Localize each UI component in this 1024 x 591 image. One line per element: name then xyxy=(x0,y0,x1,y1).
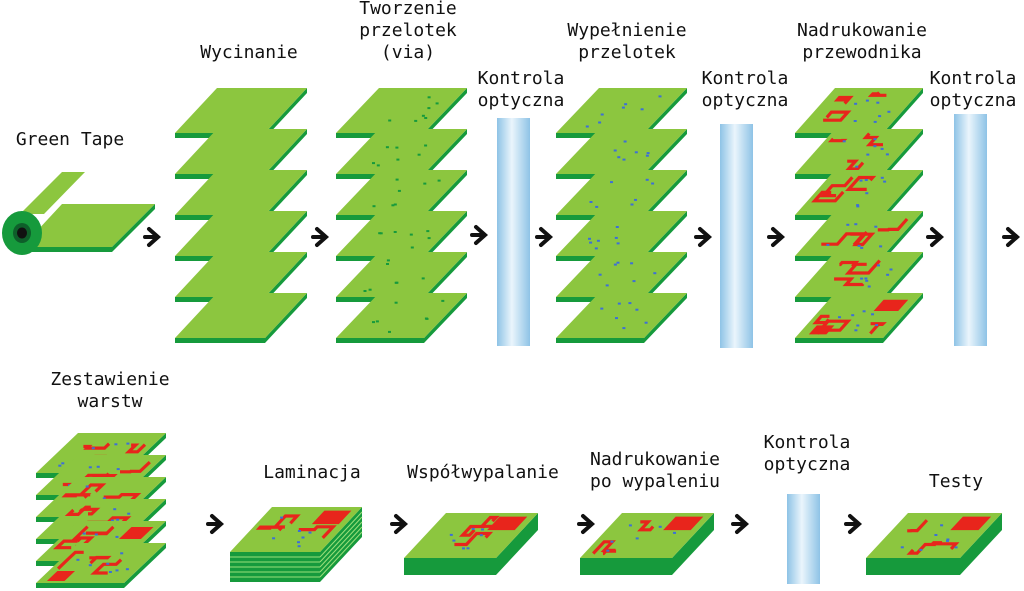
flow-arrow-13 xyxy=(844,514,863,534)
substrate xyxy=(580,513,714,575)
green-tape-roll xyxy=(2,172,155,255)
layer-3 xyxy=(175,170,307,220)
label-cofiring: Współwypalanie xyxy=(407,462,559,483)
layer-6 xyxy=(175,293,307,343)
substrate xyxy=(404,513,538,575)
label-green-tape: Green Tape xyxy=(15,129,125,150)
front-edge xyxy=(404,558,496,575)
label-lamination: Laminacja xyxy=(263,462,361,483)
tape-strip xyxy=(22,204,155,247)
inspection-panel-3 xyxy=(954,114,987,346)
layer-6 xyxy=(336,293,467,343)
front-edge xyxy=(866,558,960,575)
tested-substrate xyxy=(866,513,1002,575)
flow-arrow-8 xyxy=(1002,227,1021,247)
cut-sheets-stack xyxy=(175,88,307,343)
side-edge xyxy=(960,513,1002,575)
label-inspection-4: Kontrola optyczna xyxy=(763,432,851,475)
layer-6 xyxy=(556,293,687,343)
laminated-block xyxy=(230,507,363,582)
conductor-print-stack xyxy=(795,88,923,343)
label-via-filling: Wypełnienie przelotek xyxy=(567,20,687,63)
layer-2 xyxy=(795,129,923,179)
cofired-substrate xyxy=(404,513,538,575)
inspection-panel-4 xyxy=(787,494,820,584)
side-edge xyxy=(496,513,538,575)
flow-arrow-9 xyxy=(206,514,225,534)
label-inspection-2: Kontrola optyczna xyxy=(701,68,789,111)
optical-inspection-panels xyxy=(497,114,987,584)
flow-arrow-11 xyxy=(577,514,596,534)
label-inspection-3: Kontrola optyczna xyxy=(929,68,1017,111)
label-collating: Zestawienie warstw xyxy=(50,369,170,412)
layer-3 xyxy=(795,170,923,220)
layer-5 xyxy=(175,252,307,302)
front-edge xyxy=(580,558,672,575)
flow-arrow-5 xyxy=(694,227,713,247)
side-edge xyxy=(672,513,714,575)
flow-arrow-6 xyxy=(767,227,786,247)
inspection-panel-2 xyxy=(720,124,753,348)
layer-1 xyxy=(556,88,687,138)
flow-arrow-4 xyxy=(535,227,554,247)
flow-arrow-7 xyxy=(926,227,945,247)
flow-arrow-1 xyxy=(143,227,162,247)
label-testing: Testy xyxy=(928,471,984,492)
layer-5 xyxy=(336,252,467,302)
layer-6 xyxy=(795,293,923,343)
substrate xyxy=(866,513,1002,575)
flow-arrow-10 xyxy=(390,514,409,534)
roll-hole xyxy=(17,227,27,239)
substrate xyxy=(230,507,363,582)
label-post-fire-print: Nadrukowanie po wypaleniu xyxy=(589,449,721,492)
label-cutting: Wycinanie xyxy=(200,42,298,63)
flow-arrow-12 xyxy=(731,514,750,534)
collated-layers-stack xyxy=(36,433,166,588)
via-filling-stack xyxy=(556,88,687,343)
label-inspection-1: Kontrola optyczna xyxy=(477,68,565,111)
post-fire-printed-substrate xyxy=(580,513,714,575)
layer-1 xyxy=(795,88,923,138)
label-via-forming: Tworzenie przelotek (via) xyxy=(359,0,457,63)
inspection-panel-1 xyxy=(497,118,530,346)
via-forming-stack xyxy=(336,88,467,343)
collated-layer-6 xyxy=(36,543,166,588)
layer-4 xyxy=(336,211,467,261)
flow-arrow-3 xyxy=(470,225,489,245)
flow-arrow-2 xyxy=(311,227,330,247)
flow-arrows xyxy=(143,225,1021,534)
label-conductor-print: Nadrukowanie przewodnika xyxy=(796,20,928,63)
